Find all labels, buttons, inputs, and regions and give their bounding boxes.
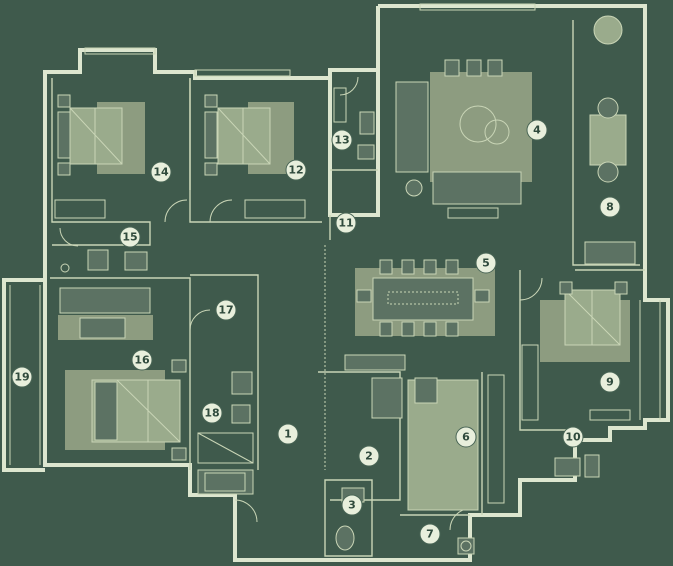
bathroom-10-fixtures [554, 454, 600, 478]
svg-text:1: 1 [284, 428, 292, 441]
room-marker-19[interactable]: 19 [11, 366, 33, 388]
bedroom-9-furniture [521, 281, 631, 421]
svg-text:16: 16 [134, 354, 150, 367]
room-marker-2[interactable]: 2 [358, 445, 380, 467]
svg-text:3: 3 [348, 499, 356, 512]
svg-text:17: 17 [218, 304, 233, 317]
svg-text:7: 7 [426, 528, 434, 541]
room-marker-4[interactable]: 4 [526, 119, 548, 141]
svg-text:8: 8 [606, 201, 614, 214]
room-marker-8[interactable]: 8 [599, 196, 621, 218]
room-marker-11[interactable]: 11 [335, 212, 357, 234]
svg-text:10: 10 [565, 431, 581, 444]
room-marker-9[interactable]: 9 [599, 371, 621, 393]
room-markers: 1 2 3 4 5 6 7 8 [11, 119, 621, 545]
bathroom-13-fixtures [333, 87, 375, 160]
svg-text:13: 13 [334, 134, 349, 147]
utility-7-fixtures [457, 537, 475, 555]
room-marker-18[interactable]: 18 [201, 402, 223, 424]
svg-text:4: 4 [533, 124, 541, 137]
living-room-furniture [395, 59, 532, 219]
bedroom-12-furniture [204, 94, 306, 219]
bedroom-14-furniture [54, 94, 145, 219]
bedroom-16-furniture [58, 287, 187, 461]
windows [84, 3, 536, 77]
bathroom-15-fixtures [60, 249, 148, 273]
svg-text:9: 9 [606, 376, 614, 389]
svg-text:19: 19 [14, 371, 29, 384]
room-marker-6[interactable]: 6 [455, 426, 477, 448]
room-marker-15[interactable]: 15 [119, 226, 141, 248]
room-marker-5[interactable]: 5 [475, 252, 497, 274]
svg-text:6: 6 [462, 431, 470, 444]
room-marker-17[interactable]: 17 [215, 299, 237, 321]
bathroom-18-fixtures [197, 371, 254, 495]
room-marker-13[interactable]: 13 [331, 129, 353, 151]
interior-walls [9, 20, 661, 557]
room-marker-10[interactable]: 10 [562, 426, 584, 448]
svg-text:5: 5 [482, 257, 490, 270]
svg-text:2: 2 [365, 450, 373, 463]
kitchen-fixtures [344, 354, 505, 511]
dining-table-5 [355, 259, 495, 337]
dining-8-furniture [584, 15, 636, 265]
svg-text:11: 11 [338, 217, 353, 230]
room-marker-3[interactable]: 3 [341, 494, 363, 516]
svg-text:14: 14 [153, 166, 169, 179]
room-marker-12[interactable]: 12 [285, 159, 307, 181]
room-marker-1[interactable]: 1 [277, 423, 299, 445]
svg-text:15: 15 [122, 231, 137, 244]
outer-walls [2, 4, 670, 562]
room-marker-7[interactable]: 7 [419, 523, 441, 545]
svg-text:12: 12 [288, 164, 303, 177]
room-marker-16[interactable]: 16 [131, 349, 153, 371]
svg-text:18: 18 [204, 407, 219, 420]
room-marker-14[interactable]: 14 [150, 161, 172, 183]
